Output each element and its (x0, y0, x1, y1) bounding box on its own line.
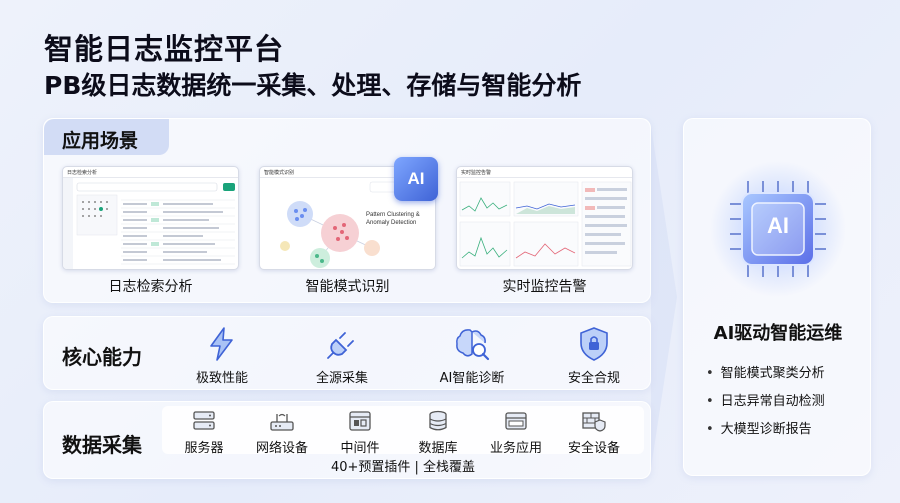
collection-heading: 数据采集 (62, 433, 142, 457)
database-icon (429, 410, 447, 431)
ai-panel-title: AI驱动智能运维 (713, 323, 843, 344)
source-middleware: 中间件 (324, 410, 396, 456)
capability-performance: 极致性能 (172, 325, 272, 386)
firewall-icon (582, 412, 606, 432)
monitoring-preview (459, 181, 632, 267)
log-search-caption: 日志检索分析 (108, 279, 193, 295)
capability-full-source: 全源采集 (292, 325, 392, 386)
log-search-screenshot[interactable]: 日志检索分析 (62, 166, 239, 270)
ai-feature-list: 智能模式聚类分析 日志异常自动检测 大模型诊断报告 (706, 362, 825, 446)
capabilities-panel: 核心能力 极致性能 全源采集 AI智能诊断 安全合规 (43, 316, 651, 390)
source-business-app: 业务应用 (480, 410, 552, 456)
ai-chip-badge-label: AI (407, 169, 425, 188)
svg-text:Pattern Clustering &: Pattern Clustering & (366, 212, 420, 218)
ai-feature-item: 智能模式聚类分析 (706, 362, 825, 381)
log-search-preview (63, 178, 235, 269)
ai-ops-panel: AI AI驱动智能运维 智能模式聚类分析 日志异常自动检测 大模型诊断报告 (683, 118, 871, 476)
scenarios-heading: 应用场景 (44, 119, 169, 155)
source-database: 数据库 (402, 410, 474, 456)
monitoring-caption: 实时监控告警 (502, 279, 587, 295)
shield-icon (544, 325, 644, 363)
scenarios-panel: 应用场景 日志检索分析 (43, 118, 651, 303)
capabilities-heading: 核心能力 (62, 345, 142, 369)
collection-footer: 40+预置插件 | 全栈覆盖 (330, 460, 476, 475)
svg-text:Anomaly Detection: Anomaly Detection (366, 220, 416, 226)
source-security-device: 安全设备 (558, 410, 630, 456)
ai-chip-icon (710, 161, 846, 297)
shot-window-title: 日志检索分析 (63, 167, 238, 178)
ai-chip-badge: AI (394, 157, 438, 201)
page-subtitle: PB级日志数据统一采集、处理、存储与智能分析 (44, 71, 582, 100)
middleware-icon (349, 411, 371, 431)
brain-search-icon (422, 325, 522, 363)
capability-ai-diagnosis: AI智能诊断 (422, 325, 522, 386)
server-icon (193, 411, 215, 430)
ai-chip-label: AI (767, 213, 789, 238)
page-title: 智能日志监控平台 (44, 32, 285, 66)
source-server: 服务器 (168, 410, 240, 456)
ai-feature-item: 大模型诊断报告 (706, 418, 825, 437)
capability-security-compliance: 安全合规 (544, 325, 644, 386)
connector-arrow (651, 126, 677, 468)
lightning-icon (172, 325, 272, 363)
collection-sources: 服务器 网络设备 中间件 数据库 业务应用 安全设备 (162, 406, 644, 456)
shot-window-title: 智能模式识别 (260, 167, 435, 178)
pattern-recognition-caption: 智能模式识别 (305, 279, 390, 295)
app-window-icon (505, 412, 527, 430)
collection-panel: 数据采集 服务器 网络设备 中间件 数据库 业务应用 安全设备 40+预置插件 … (43, 401, 651, 479)
shot-window-title: 实时监控告警 (457, 167, 632, 178)
plug-icon (292, 325, 392, 363)
source-network-device: 网络设备 (246, 410, 318, 456)
router-icon (270, 413, 294, 431)
monitoring-screenshot[interactable]: 实时监控告警 (456, 166, 633, 270)
ai-feature-item: 日志异常自动检测 (706, 390, 825, 409)
